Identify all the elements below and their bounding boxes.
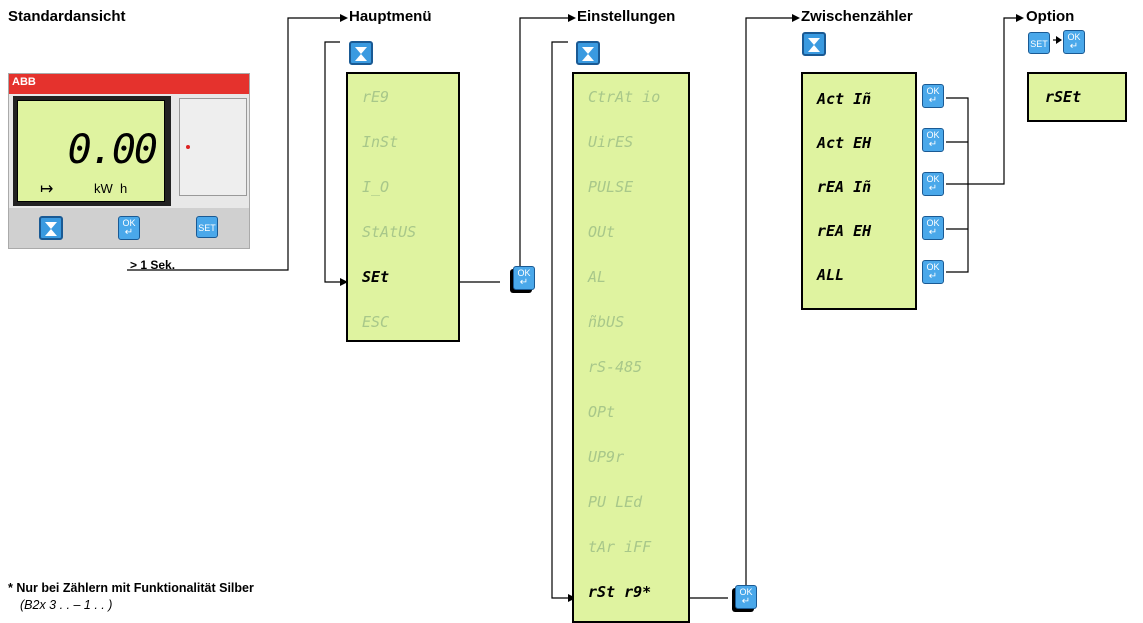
- enter-icon: ↵: [928, 183, 938, 194]
- abb-logo: ABB: [12, 76, 36, 88]
- set-label: SET: [198, 223, 216, 233]
- header-settings: Einstellungen: [577, 8, 676, 25]
- meter-device: ABB 0.00 ↦ kW h OK↵ SET: [8, 73, 250, 249]
- sub-counter-ok-button[interactable]: OK↵: [922, 172, 944, 196]
- settings-item[interactable]: ñbUS: [588, 313, 625, 331]
- ok-label: OK: [1067, 32, 1081, 42]
- meter-ok-button[interactable]: OK↵: [118, 216, 140, 240]
- header-option: Option: [1026, 8, 1075, 25]
- ok-label: OK: [926, 262, 940, 272]
- sub-counter-item[interactable]: rEA Iñ: [817, 178, 872, 196]
- meter-button-bar: OK↵ SET: [9, 208, 249, 248]
- footnote-line1: * Nur bei Zählern mit Funktionalität Sil…: [8, 581, 254, 595]
- enter-icon: ↵: [124, 227, 134, 238]
- settings-item[interactable]: OUt: [588, 223, 616, 241]
- settings-ok-button[interactable]: OK↵: [735, 585, 757, 609]
- ok-label: OK: [739, 587, 753, 597]
- header-sub-counter: Zwischenzähler: [801, 8, 913, 25]
- meter-brand-bar: ABB: [9, 74, 249, 94]
- sub-counter-ok-button[interactable]: OK↵: [922, 128, 944, 152]
- meter-unit: kW h: [94, 181, 128, 196]
- main-menu-ok-button[interactable]: OK↵: [513, 266, 535, 290]
- settings-item[interactable]: rSt r9*: [588, 583, 652, 601]
- ok-label: OK: [926, 86, 940, 96]
- ok-label: OK: [122, 218, 136, 228]
- sub-counter-down-button[interactable]: [802, 32, 826, 56]
- main-menu-item[interactable]: rE9: [362, 88, 390, 106]
- header-standard-view: Standardansicht: [8, 8, 126, 25]
- main-menu-down-button[interactable]: [349, 41, 373, 65]
- sub-counter-panel: Act Iñ Act EH rEA Iñ rEA EH ALL: [801, 72, 917, 310]
- footnote-line2: (B2x 3 . . – 1 . . ): [20, 598, 113, 612]
- meter-value: 0.00: [67, 127, 158, 173]
- option-item-rset[interactable]: rSEt: [1045, 88, 1082, 106]
- press-duration-label: > 1 Sek.: [130, 258, 176, 272]
- enter-icon: ↵: [928, 95, 938, 106]
- enter-icon: ↵: [741, 596, 751, 607]
- sub-counter-item[interactable]: Act EH: [817, 134, 872, 152]
- main-menu-item[interactable]: ESC: [362, 313, 390, 331]
- ok-label: OK: [926, 130, 940, 140]
- main-menu-item[interactable]: StAtUS: [362, 223, 417, 241]
- ok-label: OK: [926, 218, 940, 228]
- settings-item[interactable]: UirES: [588, 133, 634, 151]
- settings-item[interactable]: PULSE: [588, 178, 634, 196]
- meter-set-button[interactable]: SET: [196, 216, 218, 238]
- settings-item[interactable]: CtrAt io: [588, 88, 661, 106]
- meter-side-panel: [179, 98, 247, 196]
- enter-icon: ↵: [519, 277, 529, 288]
- settings-item[interactable]: tAr iFF: [588, 538, 652, 556]
- settings-item[interactable]: OPt: [588, 403, 616, 421]
- sub-counter-item[interactable]: ALL: [817, 266, 845, 284]
- settings-down-button[interactable]: [576, 41, 600, 65]
- sub-counter-ok-button[interactable]: OK↵: [922, 84, 944, 108]
- main-menu-item[interactable]: SEt: [362, 268, 390, 286]
- sub-counter-item[interactable]: Act Iñ: [817, 90, 872, 108]
- settings-item[interactable]: rS-485: [588, 358, 643, 376]
- enter-icon: ↵: [928, 139, 938, 150]
- main-menu-item[interactable]: I_O: [362, 178, 390, 196]
- sub-counter-ok-button[interactable]: OK↵: [922, 216, 944, 240]
- option-ok-button[interactable]: OK↵: [1063, 30, 1085, 54]
- header-main-menu: Hauptmenü: [349, 8, 432, 25]
- option-set-button[interactable]: SET: [1028, 32, 1050, 54]
- sub-counter-ok-button[interactable]: OK↵: [922, 260, 944, 284]
- set-label: SET: [1030, 39, 1048, 49]
- enter-icon: ↵: [928, 227, 938, 238]
- enter-icon: ↵: [928, 271, 938, 282]
- meter-down-button[interactable]: [39, 216, 63, 240]
- option-panel: rSEt: [1027, 72, 1127, 122]
- settings-item[interactable]: AL: [588, 268, 607, 286]
- ok-label: OK: [926, 174, 940, 184]
- settings-item[interactable]: PU LEd: [588, 493, 643, 511]
- main-menu-item[interactable]: InSt: [362, 133, 399, 151]
- enter-icon: ↵: [1069, 41, 1079, 52]
- meter-display-frame: 0.00 ↦ kW h: [13, 96, 171, 206]
- meter-lcd: 0.00 ↦ kW h: [17, 100, 165, 202]
- ok-label: OK: [517, 268, 531, 278]
- status-led: [186, 145, 190, 149]
- settings-item[interactable]: UP9r: [588, 448, 625, 466]
- arrow-icon: ↦: [40, 181, 54, 198]
- sub-counter-item[interactable]: rEA EH: [817, 222, 872, 240]
